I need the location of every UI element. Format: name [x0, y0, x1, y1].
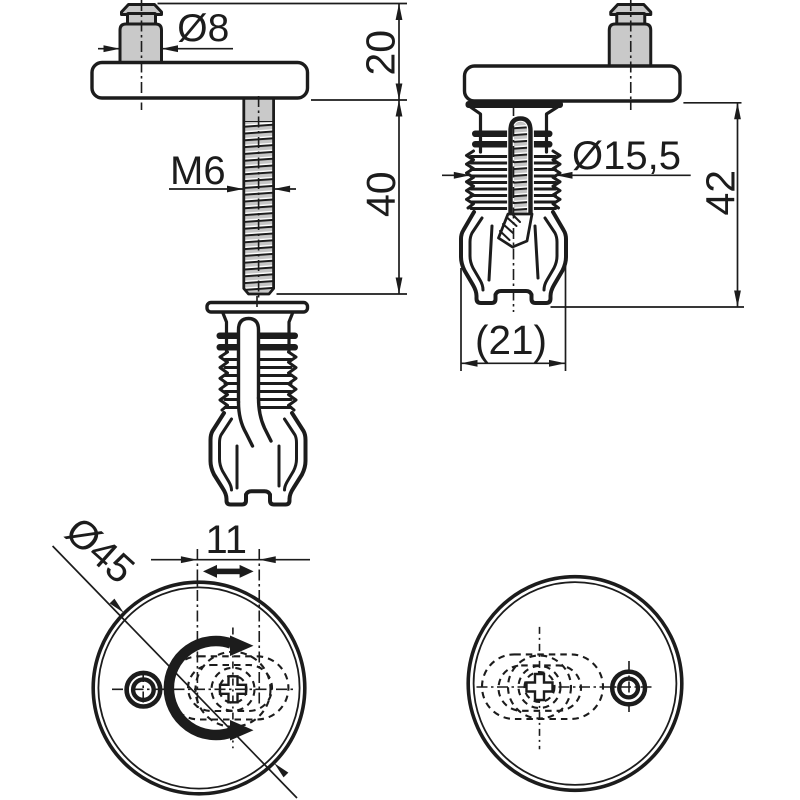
svg-text:Ø15,5: Ø15,5: [572, 134, 681, 178]
svg-text:20: 20: [358, 30, 404, 76]
svg-text:Ø45: Ø45: [57, 509, 143, 592]
svg-text:40: 40: [358, 171, 404, 217]
svg-text:11: 11: [206, 518, 248, 562]
svg-text:Ø8: Ø8: [177, 7, 229, 50]
svg-text:M6: M6: [170, 149, 226, 193]
svg-text:42: 42: [698, 170, 744, 216]
svg-text:(21): (21): [475, 317, 547, 363]
